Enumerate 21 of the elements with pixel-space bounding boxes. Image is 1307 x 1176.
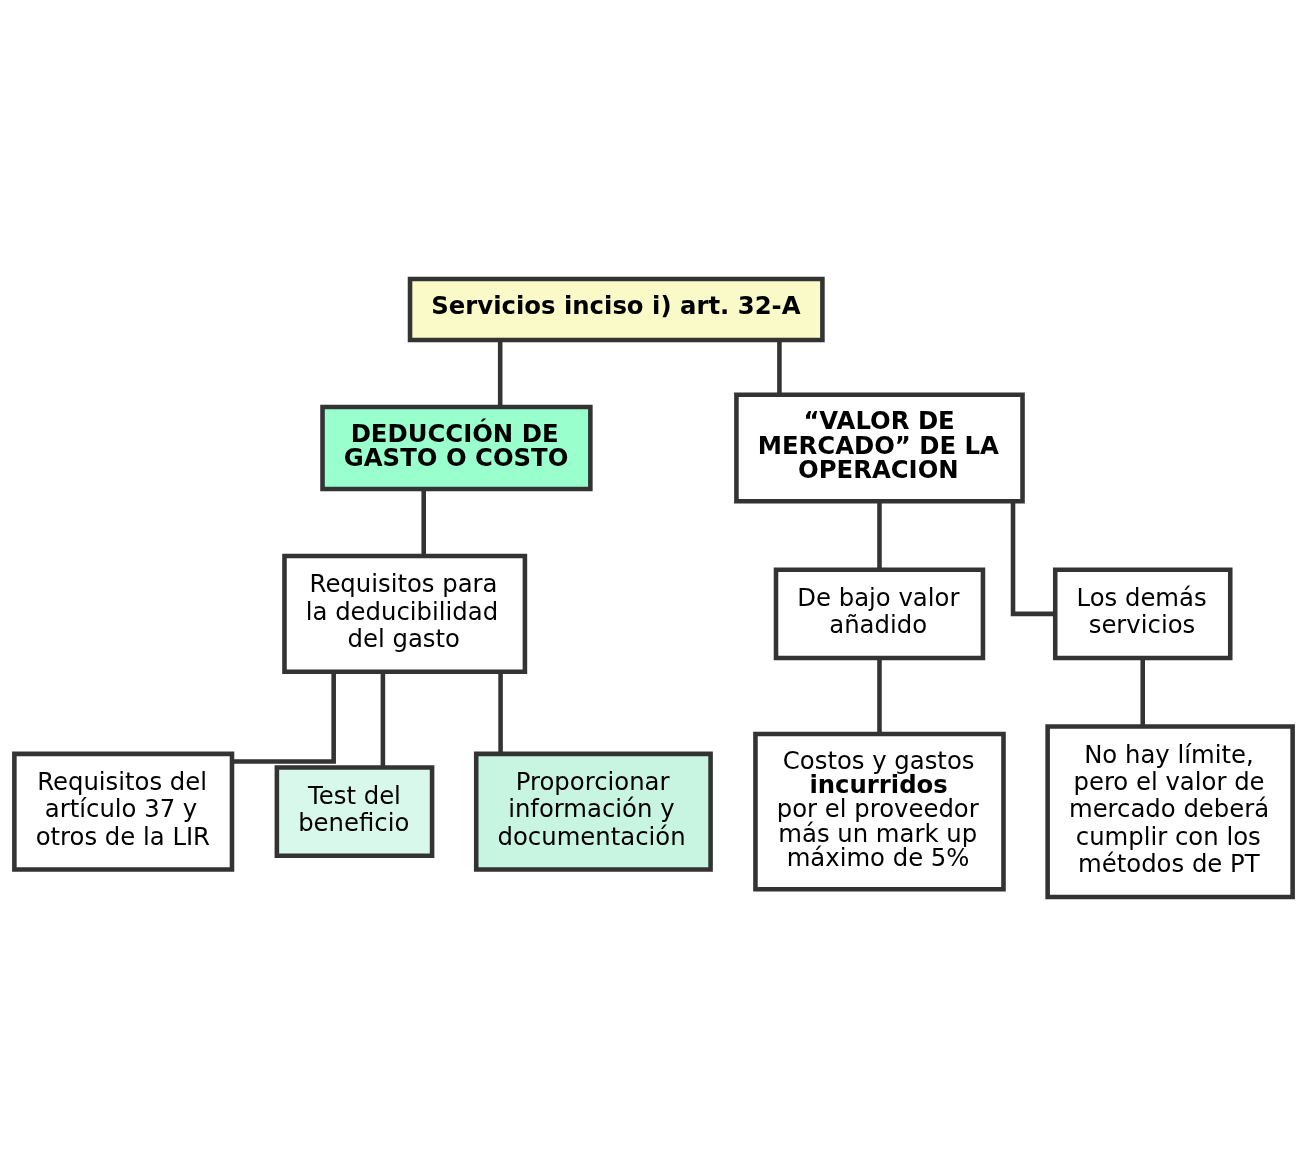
- connector: [1140, 658, 1146, 727]
- node-box: No hay límite, pero el valor de mercado deberá cumplir con los métodos de PT: [1045, 724, 1295, 900]
- connector: [232, 671, 336, 764]
- node-box: Servicios inciso i) art. 32-A: [407, 276, 825, 343]
- node-box: “VALOR DE MERCADO” DE LA OPERACION: [734, 392, 1025, 504]
- connector: [497, 340, 503, 407]
- node-box: DEDUCCIÓN DE GASTO O COSTO: [320, 404, 593, 492]
- connector: [1010, 501, 1055, 617]
- node-box: Proporcionar información y documentación: [473, 751, 713, 872]
- connector: [498, 672, 503, 754]
- node-box: Costos y gastos incurridos por el proveedor más un mark up máximo de 5%: [753, 731, 1006, 892]
- connector: [877, 501, 882, 570]
- connector: [777, 340, 782, 395]
- connector: [877, 658, 882, 735]
- node-box: Requisitos del artículo 37 y otros de la LIR: [12, 751, 235, 872]
- connector: [380, 672, 386, 767]
- node-box: Los demás servicios: [1052, 567, 1233, 661]
- node-box: Test del beneficio: [274, 765, 435, 859]
- node-box: Requisitos para la deducibilidad del gasto: [282, 553, 528, 674]
- connector: [421, 489, 426, 556]
- node-box: De bajo valor añadido: [773, 567, 986, 661]
